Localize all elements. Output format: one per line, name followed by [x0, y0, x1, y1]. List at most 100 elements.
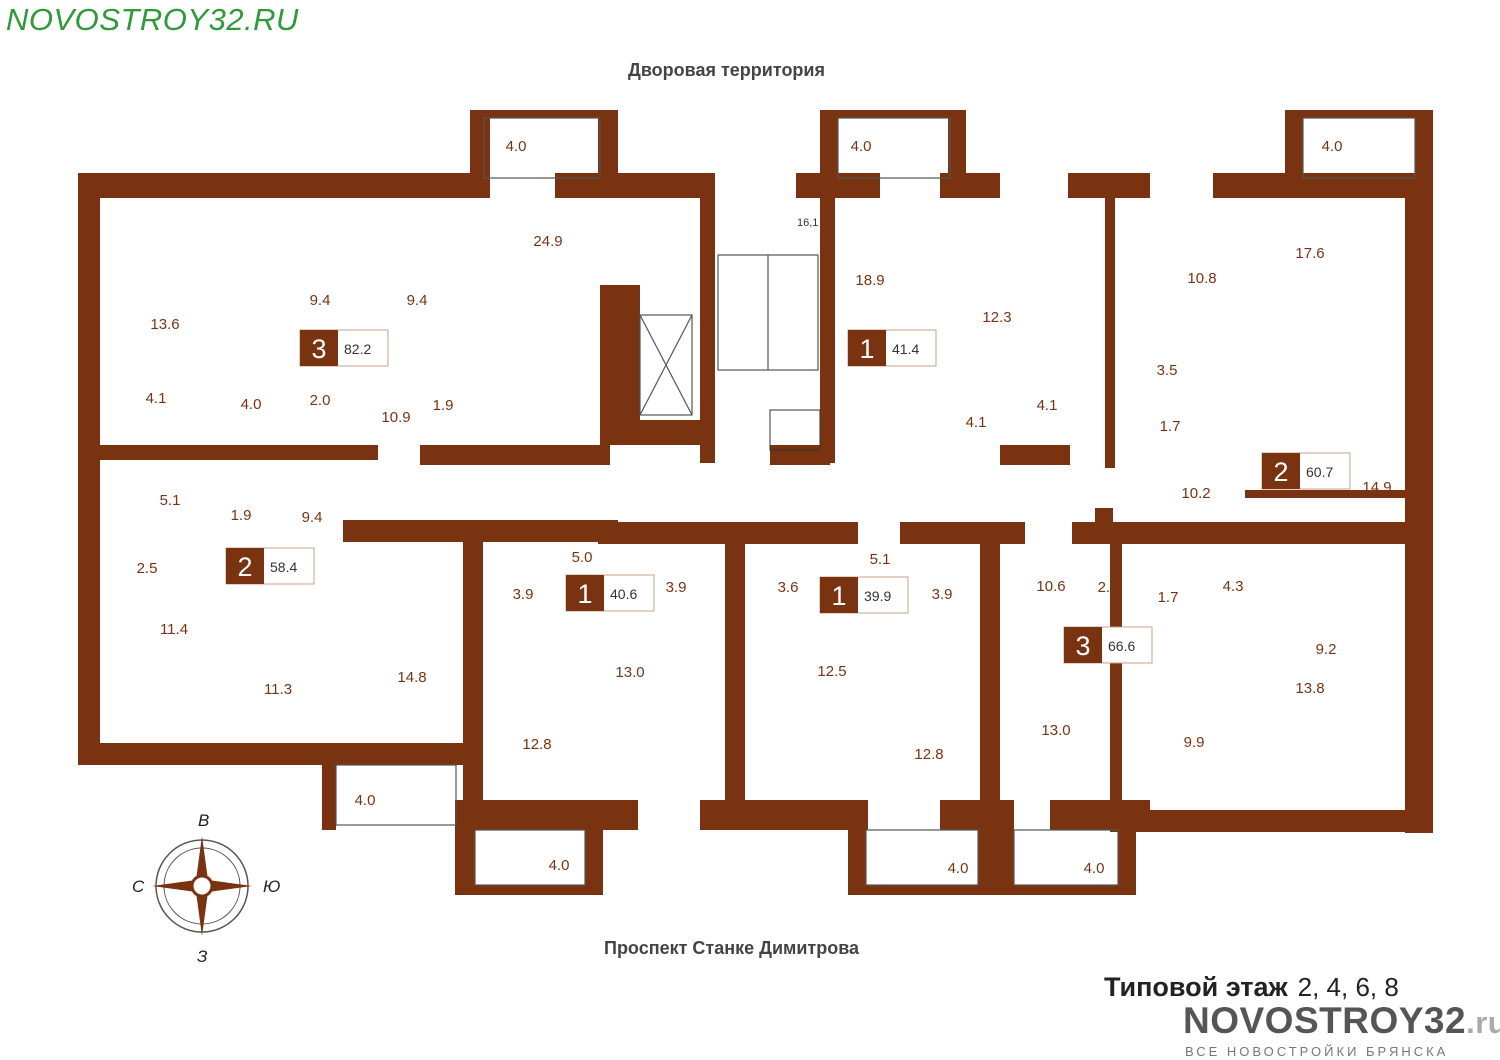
compass-needle-icon — [152, 880, 202, 892]
wall-balcony — [1285, 110, 1433, 118]
room-area-label: 13.8 — [1295, 680, 1324, 697]
room-count: 1 — [859, 334, 874, 364]
logo: NOVOSTROY32.ru — [1183, 1000, 1500, 1042]
room-area-label: 12.3 — [982, 309, 1011, 326]
compass-south: З — [197, 947, 208, 966]
room-area-label: 13.0 — [615, 664, 644, 681]
watermark-top: NOVOSTROY32.RU — [6, 2, 299, 37]
room-area-label: 2.2 — [1098, 579, 1119, 596]
room-area-label: 4.0 — [1322, 138, 1343, 155]
wall-balcony — [455, 800, 475, 895]
wall-partition — [463, 540, 483, 830]
room-count: 2 — [1273, 457, 1288, 487]
wall-corridor — [343, 520, 618, 542]
wall-elevator — [600, 420, 700, 445]
room-area-label: 4.0 — [355, 792, 376, 809]
room-area-label: 13.6 — [150, 316, 179, 333]
wall-outer — [1300, 173, 1430, 198]
room-area-label: 2.0 — [310, 392, 331, 409]
room-area-label: 4.0 — [851, 138, 872, 155]
room-area-label: 4.3 — [1223, 578, 1244, 595]
floor-numbers: 2, 4, 6, 8 — [1297, 972, 1399, 1002]
balcony-frame — [1302, 117, 1416, 179]
elevator-shaft — [639, 314, 693, 416]
room-count: 3 — [311, 334, 326, 364]
room-count-badge — [300, 330, 338, 366]
wall-balcony — [470, 110, 490, 198]
room-area-label: 5.1 — [870, 551, 891, 568]
wall-partition — [980, 540, 1000, 830]
wall-balcony — [1118, 800, 1136, 895]
room-area-label: 9.4 — [310, 292, 331, 309]
compass-north: В — [198, 811, 209, 830]
logo-ru: .ru — [1466, 1005, 1500, 1040]
wall-outer — [1110, 810, 1433, 832]
compass-needle-icon — [196, 886, 208, 936]
room-area-label: 18.9 — [855, 272, 884, 289]
apartment-area: 60.7 — [1306, 464, 1333, 480]
floor-title: Типовой этаж 2, 4, 6, 8 — [1104, 972, 1399, 1003]
wall-corridor — [1072, 522, 1405, 544]
room-area-label: 4.0 — [241, 396, 262, 413]
wall-partition — [1245, 490, 1405, 498]
wall-elevator — [600, 285, 640, 445]
stair-label: 16,1 — [797, 217, 818, 229]
room-area-label: 9.4 — [302, 509, 323, 526]
wall-stair — [700, 198, 715, 463]
room-area-label: 14.9 — [1362, 479, 1391, 496]
wall-balcony — [848, 885, 996, 895]
room-area-label: 24.9 — [533, 233, 562, 250]
logo-main: NOVOSTROY32 — [1183, 1000, 1467, 1041]
balcony-frame — [474, 829, 586, 886]
room-area-label: 4.1 — [1037, 397, 1058, 414]
balcony-frame — [1013, 829, 1119, 886]
wall-corridor — [78, 445, 378, 460]
room-count: 1 — [577, 579, 592, 609]
wall-balcony — [848, 800, 866, 895]
room-area-label: 4.1 — [966, 414, 987, 431]
wall-outer — [78, 173, 100, 765]
elevator-shaft — [639, 314, 693, 416]
room-area-label: 14.8 — [397, 669, 426, 686]
wall-stair — [820, 198, 835, 463]
room-area-label: 10.8 — [1187, 270, 1216, 287]
wall-corridor — [770, 445, 830, 465]
apartment-area: 39.9 — [864, 588, 891, 604]
courtyard-caption: Дворовая территория — [628, 60, 825, 80]
apartment-area: 40.6 — [610, 586, 637, 602]
balcony-frame — [483, 117, 601, 179]
room-area-label: 4.0 — [506, 138, 527, 155]
room-count-badge — [1262, 453, 1300, 489]
wall-top — [555, 173, 715, 198]
room-area-label: 11.4 — [160, 621, 188, 638]
room-area-label: 5.1 — [160, 492, 181, 509]
room-count-badge — [848, 330, 886, 366]
room-count-badge — [226, 548, 264, 584]
room-area-label: 12.5 — [817, 663, 846, 680]
compass: В З С Ю — [132, 811, 280, 966]
wall-balcony — [585, 800, 603, 895]
compass-needle-icon — [196, 836, 208, 886]
room-count-badge — [1064, 627, 1102, 663]
wall-outer — [1405, 173, 1433, 833]
room-area-label: 3.9 — [932, 586, 953, 603]
wall-balcony — [455, 885, 603, 895]
wall-outer — [458, 193, 463, 198]
room-area-label: 3.9 — [666, 579, 687, 596]
room-count-badge — [566, 575, 604, 611]
wall-balcony — [978, 800, 996, 895]
floor-title-label: Типовой этаж — [1104, 972, 1288, 1002]
room-count: 3 — [1075, 631, 1090, 661]
compass-west: С — [132, 877, 145, 896]
stair-hatch — [769, 409, 821, 451]
room-area-label: 3.6 — [778, 579, 799, 596]
room-area-label: 1.9 — [231, 507, 252, 524]
wall-corridor — [900, 522, 1025, 544]
